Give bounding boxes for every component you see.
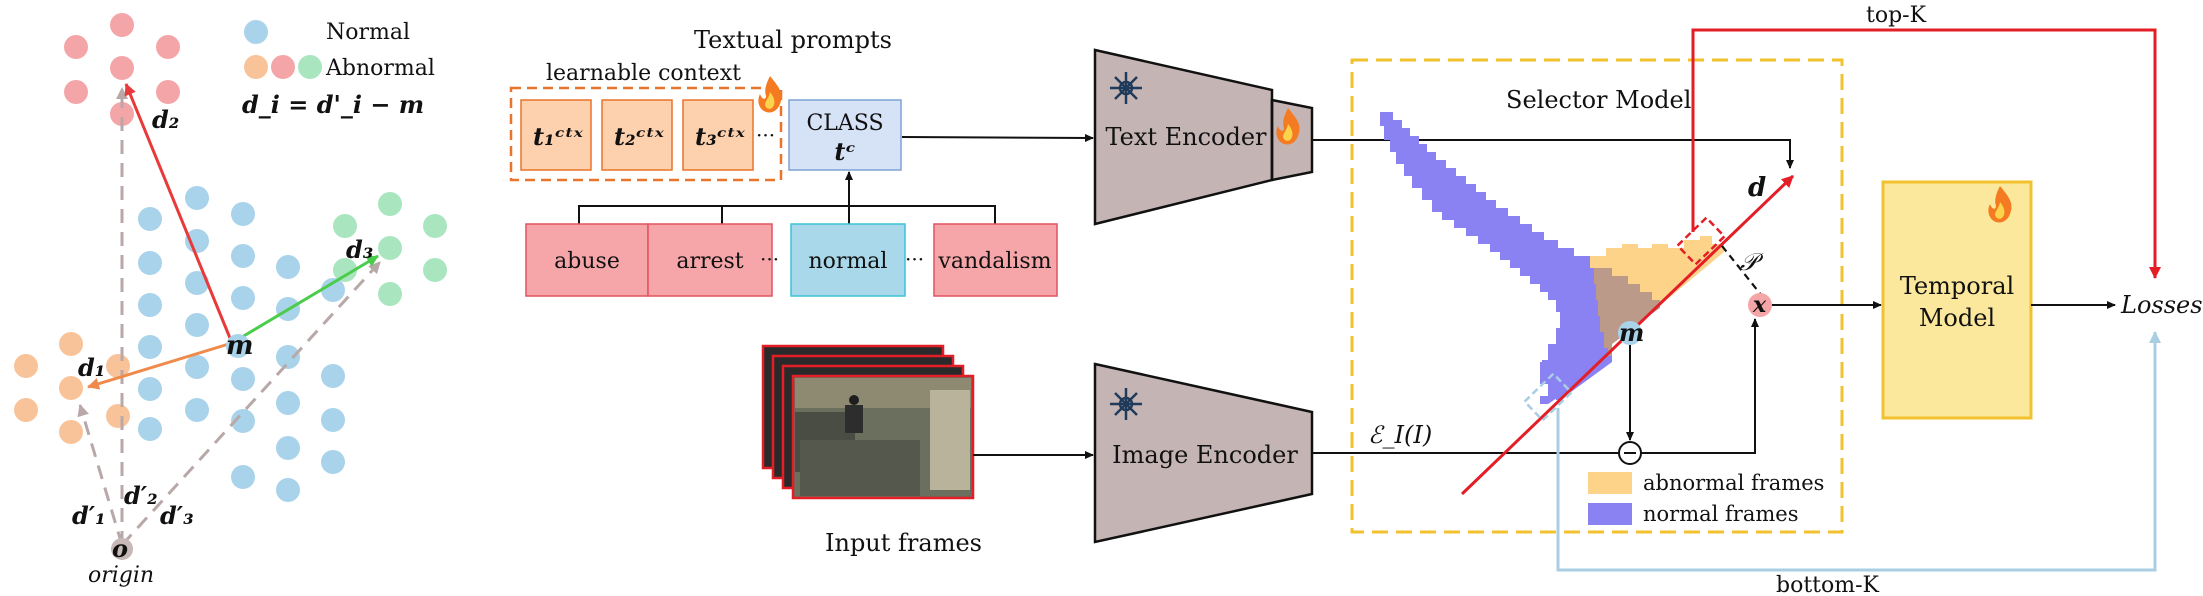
temporal-label-line2: Model xyxy=(1919,304,1995,332)
class-arrest-label: arrest xyxy=(676,249,743,274)
class-ellipsis-1: ··· xyxy=(760,247,779,271)
temporal-model: Temporal Model xyxy=(1881,180,2033,420)
mean-point xyxy=(226,334,250,358)
text-encoder: Text Encoder xyxy=(1093,48,1314,226)
selector-title: Selector Model xyxy=(1506,86,1691,114)
snowflake-icon xyxy=(1110,72,1142,104)
fire-icon xyxy=(1988,186,2012,223)
d2-label: d₂ xyxy=(152,105,179,134)
input-frames-label: Input frames xyxy=(825,529,982,557)
overlap-distribution xyxy=(1594,268,1660,356)
origin-point xyxy=(111,538,133,560)
p-projection-line xyxy=(1721,245,1763,297)
o-label: o xyxy=(112,534,128,563)
class-normal[interactable]: normal xyxy=(790,223,906,297)
abnormal-frames-swatch xyxy=(1588,472,1632,494)
selector-model: Selector Model d 𝒫 x m ℰ_I(I) a xyxy=(1350,58,1844,534)
d3-vector xyxy=(231,254,379,345)
ctx-token-1[interactable]: t₁ᶜᵗˣ xyxy=(520,99,592,171)
ctx-token-1-label: t₁ᶜᵗˣ xyxy=(533,122,584,151)
snowflake-icon xyxy=(1110,388,1142,420)
d2-vector xyxy=(124,83,234,344)
x-label: x xyxy=(1752,292,1767,318)
p-label: 𝒫 xyxy=(1740,248,1764,276)
bottom-k-label: bottom-K xyxy=(1776,573,1880,596)
textual-prompts-label: Textual prompts xyxy=(694,26,892,54)
class-branch-lines xyxy=(578,205,996,224)
legend-abnormal-dot-orange xyxy=(244,55,268,79)
d2-prime-label: d′₂ xyxy=(124,481,158,510)
abnormal-cluster-orange xyxy=(14,332,130,444)
m-node-label: m xyxy=(1619,318,1644,347)
abnormal-cluster-green xyxy=(333,192,447,306)
class-label: CLASS xyxy=(806,111,883,136)
bottom-k-path xyxy=(1556,331,2161,572)
d1-vector xyxy=(87,341,233,390)
legend-abnormal-dot-green xyxy=(298,55,322,79)
ctx-token-2-label: t₂ᶜᵗˣ xyxy=(614,122,665,151)
m-label: m xyxy=(226,331,254,361)
normal-frames-label: normal frames xyxy=(1643,502,1798,526)
class-abuse-label: abuse xyxy=(554,249,620,274)
class-arrest[interactable]: arrest xyxy=(647,223,773,297)
image-feature-label: ℰ_I(I) xyxy=(1368,421,1432,449)
ctx-token-3-label: t₃ᶜᵗˣ xyxy=(695,122,746,151)
normal-frames-distribution xyxy=(1380,112,1612,400)
text-encoder-label: Text Encoder xyxy=(1105,123,1267,151)
class-ellipsis-2: ··· xyxy=(905,247,924,271)
legend-normal-dot xyxy=(244,20,268,44)
fire-icon xyxy=(1276,108,1300,145)
top-k-label: top-K xyxy=(1866,3,1927,28)
x-node xyxy=(1748,293,1772,317)
class-abuse[interactable]: abuse xyxy=(525,223,649,297)
normal-frames-tail xyxy=(1540,362,1566,404)
origin-label: origin xyxy=(88,563,154,588)
class-vandalism[interactable]: vandalism xyxy=(933,223,1058,297)
input-frames-stack xyxy=(761,344,975,500)
top-k-path xyxy=(1691,28,2161,279)
d3-prime-label: d′₃ xyxy=(160,501,194,530)
image-encoder: Image Encoder xyxy=(1093,362,1314,544)
m-node xyxy=(1618,321,1642,345)
image-encoder-label: Image Encoder xyxy=(1112,441,1298,469)
d1-prime-vector xyxy=(77,404,124,546)
fire-icon xyxy=(758,76,782,113)
temporal-label-line1: Temporal xyxy=(1900,272,2014,300)
normal-frames-swatch xyxy=(1588,503,1632,525)
losses-label: Losses xyxy=(2120,291,2203,319)
legend-equation: d_i = d'_i − m xyxy=(242,90,424,119)
learnable-context-label: learnable context xyxy=(546,61,741,86)
d1-label: d₁ xyxy=(78,353,105,382)
d-label: d xyxy=(1748,173,1766,203)
legend-abnormal-label: Abnormal xyxy=(325,56,435,81)
class-token-box[interactable]: CLASS tᶜ xyxy=(788,99,902,171)
text-encoder-to-d-arrow xyxy=(1312,139,1794,169)
d3-label: d₃ xyxy=(346,235,373,264)
ctx-ellipsis: ··· xyxy=(756,123,775,147)
legend: Normal Abnormal d_i = d'_i − m xyxy=(242,20,435,119)
abnormal-frames-label: abnormal frames xyxy=(1643,471,1824,495)
normal-cluster xyxy=(138,186,345,502)
selector-box xyxy=(1350,58,1844,534)
class-vandalism-label: vandalism xyxy=(937,249,1051,274)
class-token-label: tᶜ xyxy=(834,137,855,166)
minus-to-x-arrow xyxy=(1641,318,1759,454)
class-normal-label: normal xyxy=(809,249,888,274)
d1-prime-label: d′₁ xyxy=(72,501,106,530)
d3-prime-vector xyxy=(120,260,382,547)
video-frame-thumbnail xyxy=(791,374,975,500)
ctx-token-3[interactable]: t₃ᶜᵗˣ xyxy=(682,99,754,171)
class-to-text-encoder-arrow xyxy=(901,133,1094,142)
learnable-context-box xyxy=(509,86,783,182)
prompt-panel: Textual prompts learnable context t₁ᶜᵗˣ … xyxy=(509,26,1058,557)
embedding-space-panel: m o origin d₂ d₁ d₃ d′₁ d′₂ d′₃ Normal A… xyxy=(14,13,447,588)
abnormal-cluster-red xyxy=(64,13,180,126)
ctx-token-2[interactable]: t₂ᶜᵗˣ xyxy=(601,99,673,171)
legend-abnormal-dot-red xyxy=(271,55,295,79)
legend-normal-label: Normal xyxy=(326,20,410,45)
